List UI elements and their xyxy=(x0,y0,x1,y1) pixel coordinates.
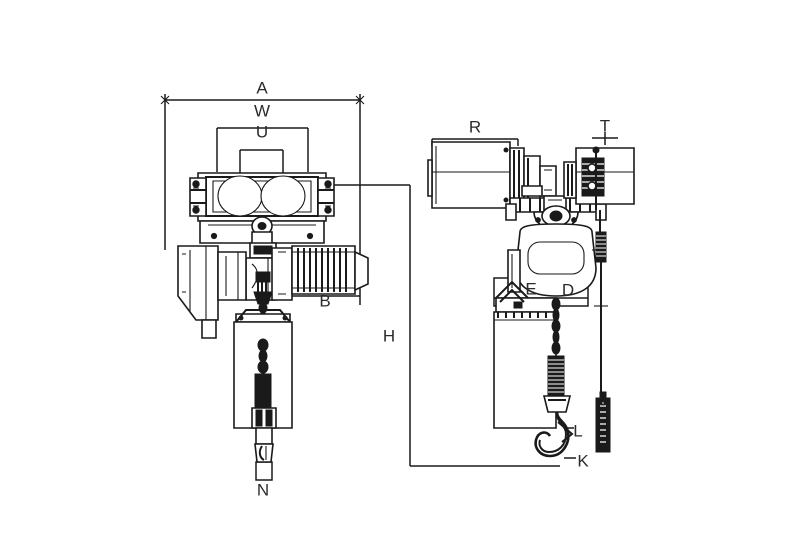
label-D: D xyxy=(562,280,574,299)
trolley-wheel-right xyxy=(260,175,306,217)
bottom-hook-side xyxy=(534,395,574,458)
label-H: H xyxy=(383,326,395,345)
dim-A-tick-right xyxy=(355,95,365,105)
chain-sprocket xyxy=(253,291,273,305)
dim-A-tick-left xyxy=(160,95,170,105)
side-view-assembly xyxy=(427,141,635,458)
chain-container-front xyxy=(233,309,293,429)
chain-container-side xyxy=(493,280,557,429)
label-W: W xyxy=(254,101,270,120)
trolley-frame xyxy=(189,172,335,222)
label-N: N xyxy=(257,480,269,499)
front-beam-stub-left xyxy=(177,245,219,339)
hoist-body-side xyxy=(507,223,598,297)
label-T: T xyxy=(600,116,610,135)
pendant-buttons xyxy=(600,405,606,443)
hoist-body-front xyxy=(217,245,369,301)
hoist-body-label-plate xyxy=(527,241,585,275)
travel-gearbox xyxy=(521,155,557,201)
pendant-control xyxy=(594,210,611,453)
label-U: U xyxy=(256,122,268,141)
trolley-lower-bracket xyxy=(199,216,325,247)
motor-end-cap xyxy=(354,250,369,292)
label-B: B xyxy=(319,291,330,310)
motor-cooling-fins xyxy=(297,248,347,292)
label-L: L xyxy=(573,421,582,440)
chain-bundle-front xyxy=(254,338,272,409)
label-E: E xyxy=(525,279,536,298)
label-A: A xyxy=(256,78,268,97)
brake-gearbox-right xyxy=(563,146,635,210)
load-chain-side xyxy=(547,297,565,397)
front-view-assembly xyxy=(177,172,369,463)
trolley-wheel-left xyxy=(217,175,263,217)
bottom-hook-front xyxy=(254,427,274,463)
label-K: K xyxy=(577,451,589,470)
dimension-label-group: A W U B H N R T E D L K xyxy=(254,78,610,499)
travel-motor xyxy=(427,141,525,209)
label-R: R xyxy=(469,117,481,136)
